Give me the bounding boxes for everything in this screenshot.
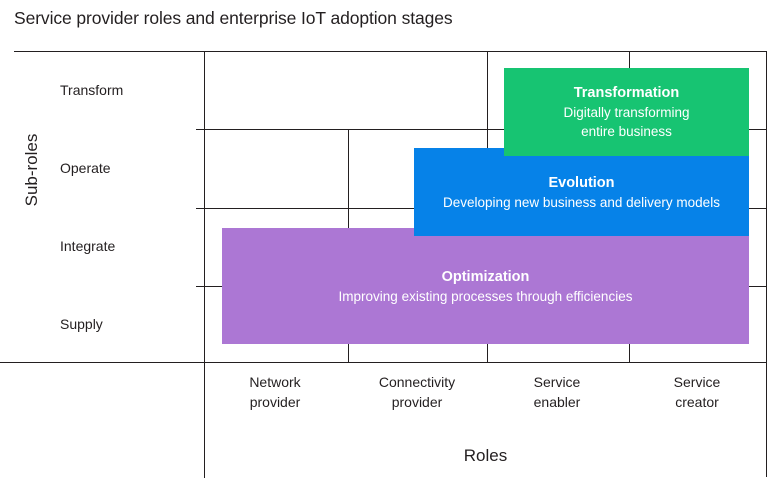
plot-frame-bottom-line	[0, 362, 767, 363]
x-tick-line-2: creator	[675, 394, 719, 410]
stage-title-transformation: Transformation	[573, 85, 680, 101]
x-tick-line-1: Connectivity	[378, 374, 456, 390]
stage-title-optimization: Optimization	[441, 268, 530, 285]
x-axis-label-divider	[204, 362, 205, 478]
stage-block-evolution[interactable]: Evolution Developing new business and de…	[414, 148, 749, 236]
x-tick-label-network-provider: Network provider	[205, 372, 345, 412]
y-axis-tick-3	[196, 286, 205, 287]
x-axis-title: Roles	[463, 446, 508, 465]
stage-description-optimization: Improving existing processes through eff…	[338, 288, 633, 304]
y-tick-label-transform: Transform	[60, 82, 124, 98]
y-axis-tick-2	[196, 208, 205, 209]
y-axis-tick-1	[196, 129, 205, 130]
grid-row-separator-1	[204, 129, 767, 130]
y-axis-title: Sub-roles	[22, 133, 41, 207]
y-axis-spine	[204, 51, 205, 363]
stage-title-evolution: Evolution	[548, 174, 615, 191]
stage-block-optimization[interactable]: Optimization Improving existing processe…	[222, 228, 749, 344]
stage-description-transformation-line-1: Digitally transforming	[563, 105, 690, 120]
stage-description-evolution: Developing new business and delivery mod…	[443, 194, 720, 210]
x-tick-line-1: Service	[533, 374, 581, 390]
x-tick-label-service-enabler: Service enabler	[487, 372, 627, 412]
y-tick-label-integrate: Integrate	[60, 238, 116, 254]
stage-description-transformation-line-2: entire business	[581, 124, 672, 139]
x-tick-label-service-creator: Service creator	[627, 372, 767, 412]
stage-block-transformation[interactable]: Transformation Digitally transforming en…	[504, 68, 749, 156]
x-tick-label-connectivity-provider: Connectivity provider	[347, 372, 487, 412]
plot-frame-right-line	[766, 51, 767, 477]
x-tick-line-2: provider	[249, 394, 301, 410]
x-tick-line-2: enabler	[533, 394, 581, 410]
page-title: Service provider roles and enterprise Io…	[14, 8, 453, 28]
y-tick-label-supply: Supply	[60, 316, 103, 332]
x-tick-line-1: Service	[673, 374, 721, 390]
plot-frame-top-line	[14, 51, 767, 52]
y-tick-label-operate: Operate	[60, 160, 111, 176]
x-tick-line-1: Network	[249, 374, 301, 390]
x-tick-line-2: provider	[391, 394, 443, 410]
